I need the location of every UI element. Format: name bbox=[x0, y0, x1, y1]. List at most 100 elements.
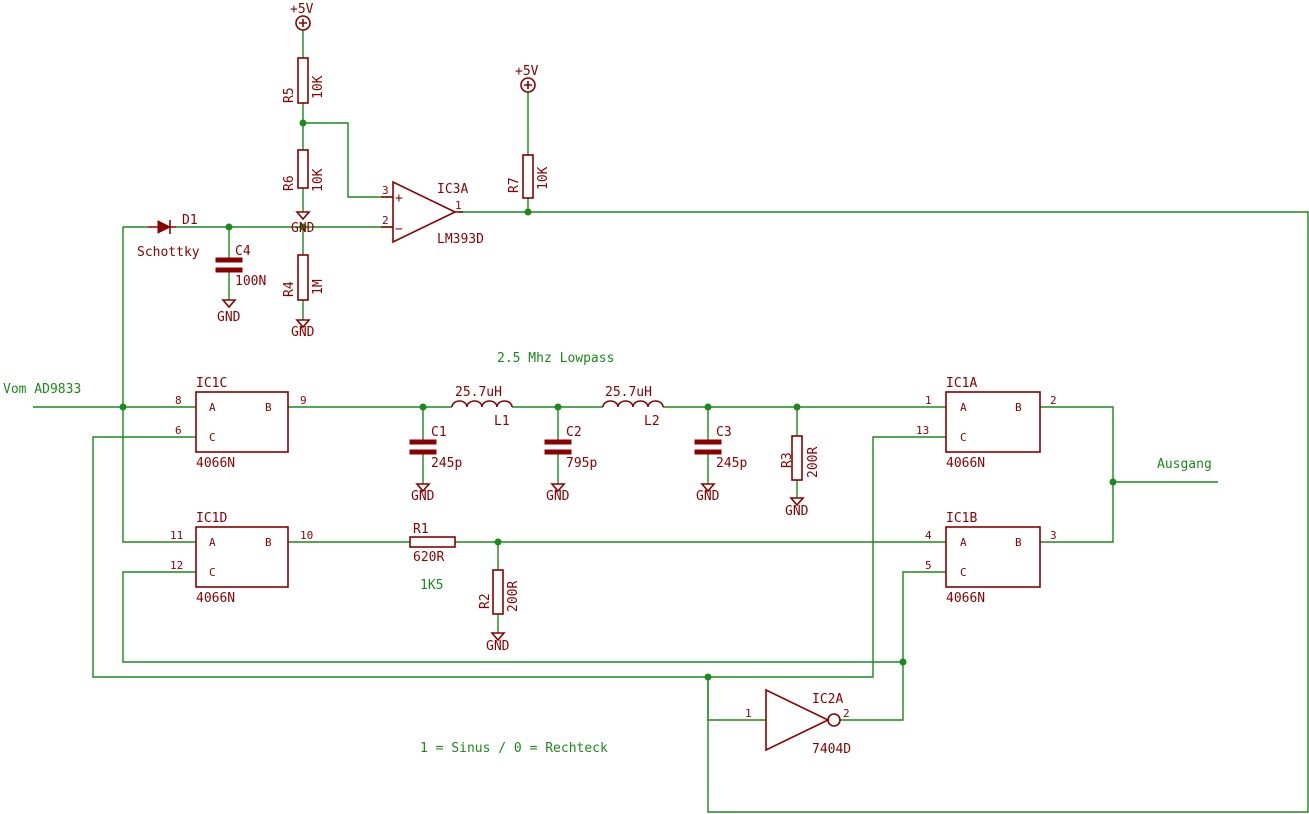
r5-value: 10K bbox=[311, 75, 326, 99]
ic1a-name: IC1A bbox=[946, 376, 977, 391]
pin-number: 10 bbox=[300, 529, 313, 542]
c3-name: C3 bbox=[716, 425, 732, 440]
gnd-symbol: GND bbox=[217, 299, 241, 325]
pin-letter: B bbox=[1015, 401, 1022, 414]
r6-name: R6 bbox=[282, 175, 297, 191]
pin-number: 1 bbox=[925, 394, 932, 407]
switch-ic1b: A B C 4 3 5 IC1B 4066N bbox=[925, 511, 1057, 606]
junction-dot bbox=[704, 403, 712, 411]
r-note: 1K5 bbox=[420, 578, 443, 593]
gnd-label: GND bbox=[785, 504, 809, 519]
pin-letter: C bbox=[960, 566, 967, 579]
ic2a-value: 7404D bbox=[812, 742, 851, 757]
junction-dot bbox=[524, 208, 532, 216]
capacitor-c4: C4 100N bbox=[215, 244, 266, 289]
junction-dot bbox=[554, 403, 562, 411]
switch-ic1a: A B C 1 2 13 IC1A 4066N bbox=[916, 376, 1057, 471]
gnd-label: GND bbox=[291, 221, 315, 236]
output-net-label: Ausgang bbox=[1157, 457, 1212, 472]
resistor-r7: R7 10K bbox=[507, 154, 551, 199]
pin-letter: A bbox=[209, 401, 216, 414]
r5-name: R5 bbox=[282, 87, 297, 103]
c4-value: 100N bbox=[235, 274, 266, 289]
l2-value: 25.7uH bbox=[605, 385, 652, 400]
l1-value: 25.7uH bbox=[455, 385, 502, 400]
l1-name: L1 bbox=[494, 414, 510, 429]
vcc-label: +5V bbox=[515, 64, 539, 79]
junction-dot bbox=[225, 223, 233, 231]
c2-value: 795p bbox=[566, 456, 597, 471]
ic1b-name: IC1B bbox=[946, 511, 977, 526]
r2-name: R2 bbox=[478, 593, 493, 609]
mode-note: 1 = Sinus / 0 = Rechteck bbox=[420, 741, 608, 756]
resistor-r3: R3 200R bbox=[780, 435, 821, 481]
r4-value: 1M bbox=[311, 279, 326, 295]
d1-name: D1 bbox=[182, 213, 198, 228]
ic2a-name: IC2A bbox=[812, 692, 843, 707]
ic1b-value: 4066N bbox=[946, 591, 985, 606]
junction-dot bbox=[1109, 478, 1117, 486]
pin-letter: A bbox=[960, 536, 967, 549]
ic1c-value: 4066N bbox=[196, 456, 235, 471]
pin-letter: B bbox=[265, 401, 272, 414]
pin-letter: C bbox=[209, 431, 216, 444]
pin-number: 2 bbox=[382, 214, 389, 227]
junction-dot bbox=[299, 223, 307, 231]
gnd-symbol: GND bbox=[291, 319, 315, 340]
r3-value: 200R bbox=[806, 447, 821, 478]
gnd-label: GND bbox=[486, 639, 510, 654]
junctions bbox=[119, 119, 1117, 681]
gnd-label: GND bbox=[217, 310, 241, 325]
resistor-r4: R4 1M bbox=[282, 254, 326, 301]
r1-value: 620R bbox=[413, 550, 444, 565]
gnd-symbol: GND bbox=[785, 497, 809, 519]
c1-name: C1 bbox=[431, 425, 447, 440]
pin-number: 3 bbox=[382, 184, 389, 197]
pin-number: 1 bbox=[455, 199, 462, 212]
diode-d1: D1 Schottky bbox=[137, 213, 200, 260]
capacitor-c1: C1 245p bbox=[409, 425, 462, 471]
pin-number: 6 bbox=[175, 424, 182, 437]
switch-ic1d: A B C 11 10 12 IC1D 4066N bbox=[170, 511, 313, 606]
vcc-symbol: +5V bbox=[290, 2, 314, 31]
junction-dot bbox=[419, 403, 427, 411]
pin-number: 2 bbox=[1050, 394, 1057, 407]
comparator-ic3a: + − 3 2 1 IC3A LM393D bbox=[381, 180, 484, 247]
inverter-ic2a: 1 2 IC2A 7404D bbox=[745, 688, 851, 757]
c4-name: C4 bbox=[235, 244, 251, 259]
resistor-r2: R2 200R bbox=[478, 569, 521, 615]
vcc-symbol: +5V bbox=[515, 64, 539, 93]
c2-name: C2 bbox=[566, 425, 582, 440]
junction-dot bbox=[793, 403, 801, 411]
pin-letter: C bbox=[209, 566, 216, 579]
input-net-label: Vom AD9833 bbox=[3, 382, 81, 397]
resistor-r1: R1 620R bbox=[409, 522, 456, 565]
minus-symbol: − bbox=[395, 222, 403, 237]
junction-dot bbox=[494, 538, 502, 546]
gnd-symbol: GND bbox=[411, 483, 435, 504]
pin-number: 4 bbox=[925, 529, 932, 542]
ic3a-value: LM393D bbox=[437, 232, 484, 247]
inductor-l2: 25.7uH L2 bbox=[602, 385, 664, 429]
r7-value: 10K bbox=[536, 166, 551, 190]
gnd-label: GND bbox=[696, 489, 720, 504]
capacitor-c3: C3 245p bbox=[694, 425, 747, 471]
r6-value: 10K bbox=[311, 168, 326, 192]
gnd-label: GND bbox=[291, 325, 315, 340]
plus-symbol: + bbox=[395, 191, 403, 206]
resistor-r5: R5 10K bbox=[282, 57, 326, 104]
c3-value: 245p bbox=[716, 456, 747, 471]
lowpass-note: 2.5 Mhz Lowpass bbox=[497, 351, 614, 366]
gnd-symbol: GND bbox=[291, 211, 315, 236]
gnd-symbol: GND bbox=[486, 632, 510, 654]
pin-number: 2 bbox=[843, 707, 850, 720]
pin-number: 13 bbox=[916, 424, 929, 437]
switch-ic1c: A B C 8 9 6 IC1C 4066N bbox=[175, 376, 307, 471]
resistor-r6: R6 10K bbox=[282, 149, 326, 192]
ic1c-name: IC1C bbox=[196, 376, 227, 391]
gnd-symbol: GND bbox=[546, 483, 570, 504]
capacitor-c2: C2 795p bbox=[544, 425, 597, 471]
r2-value: 200R bbox=[506, 581, 521, 612]
pin-letter: C bbox=[960, 431, 967, 444]
pin-number: 12 bbox=[170, 559, 183, 572]
